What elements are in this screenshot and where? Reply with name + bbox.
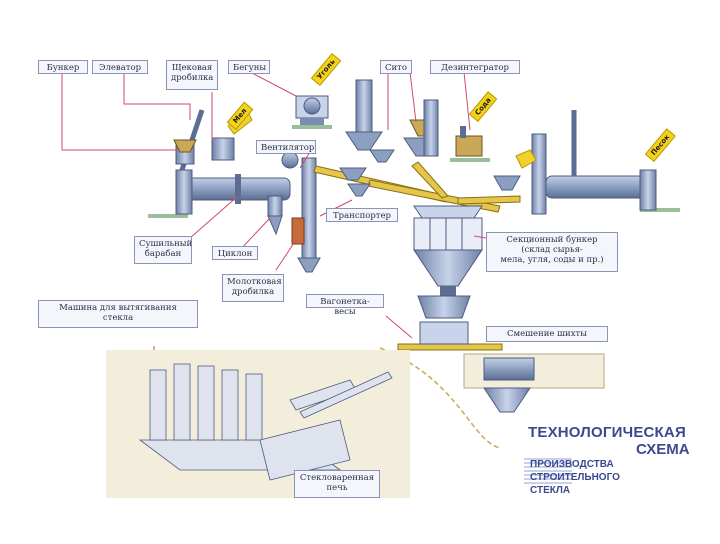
drying-drum: [175, 169, 291, 215]
label-wagon-scales: Вагонетка-весы: [306, 294, 384, 317]
sieve-area: [345, 79, 439, 157]
label-jaw-crusher: Щековая дробилка: [166, 60, 218, 90]
subtitle-line-2: СТРОИТЕЛЬНОГО: [530, 472, 620, 483]
label-hammer-crusher: Молотковая дробилка: [222, 274, 284, 302]
label-elevator: Элеватор: [92, 60, 148, 74]
label-disintegrator: Дезинтегратор: [430, 60, 520, 74]
ground-lines: [148, 125, 680, 218]
label-drying-drum: Сушильный барабан: [134, 236, 192, 264]
drying-drum-right: [515, 110, 657, 215]
elevator-middle: [281, 151, 321, 273]
label-drawing-machine: Машина для вытягивания стекла: [38, 300, 198, 328]
runners-machine: [295, 95, 329, 125]
disintegrator: [455, 126, 483, 157]
subtitle-line-1: ПРОИЗВОДСТВА: [530, 459, 614, 470]
label-section-bunker: Секционный бункер (склад сырья- мела, уг…: [486, 232, 618, 272]
label-batch-mixing: Смешение шихты: [486, 326, 608, 342]
wagon-scales: [397, 295, 503, 351]
title-line-2: СХЕМА: [636, 441, 690, 458]
hammer-crusher: [291, 217, 305, 245]
label-transporter: Транспортер: [326, 208, 398, 222]
batch-mixing: [463, 353, 605, 413]
subtitle-line-3: СТЕКЛА: [530, 485, 571, 496]
label-cyclone: Циклон: [212, 246, 258, 260]
elevator-left: [173, 109, 205, 171]
label-bunker: Бункер: [38, 60, 88, 74]
section-bunker: [413, 205, 483, 296]
label-sieve: Сито: [380, 60, 412, 74]
label-fan: Вентилятор: [256, 140, 316, 154]
title-stripes: [524, 458, 572, 484]
cyclone: [267, 195, 283, 236]
label-runners: Бегуны: [228, 60, 270, 74]
label-glass-furnace: Стекловаренная печь: [294, 470, 380, 498]
small-hoppers: [339, 149, 521, 197]
title-line-1: ТЕХНОЛОГИЧЕСКАЯ: [528, 424, 686, 441]
